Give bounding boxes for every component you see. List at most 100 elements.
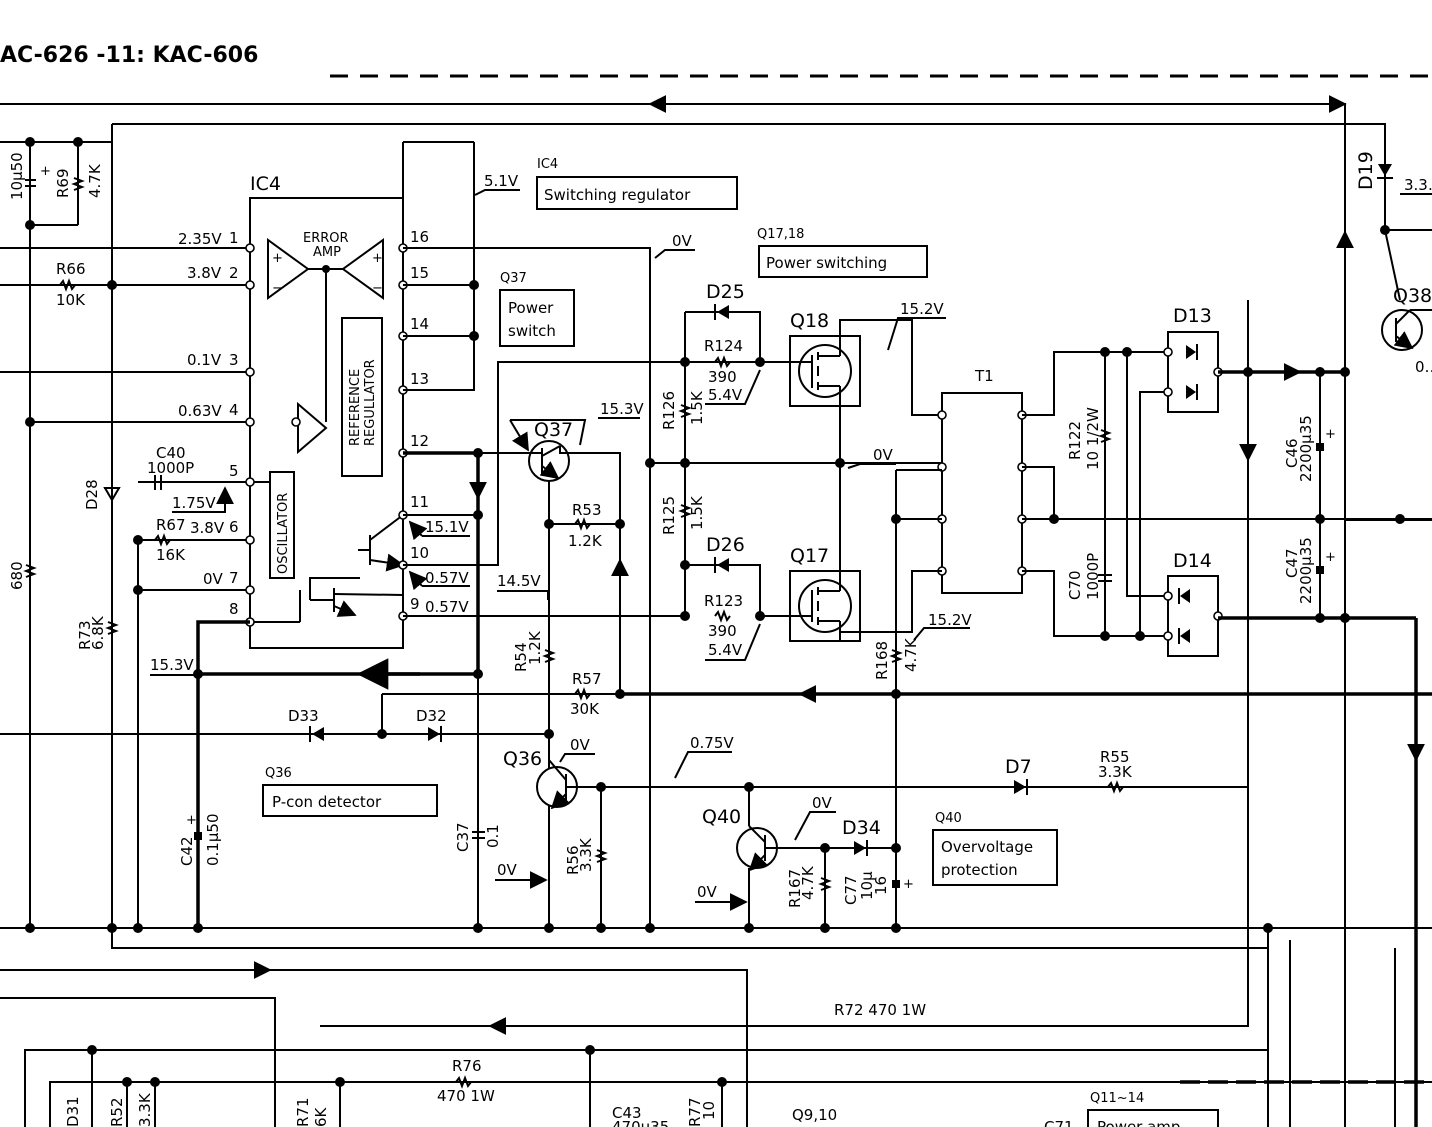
svg-text:R168: R168: [873, 641, 891, 680]
ic4-left-voltages: 2.35V 3.8V 0.1V 0.63V 1.75V 3.8V 0V: [172, 230, 234, 588]
svg-text:C46: C46: [1283, 438, 1301, 468]
resistor-r122: R122 10 1/2W: [1066, 407, 1112, 470]
ic4-section-label: IC4 Switching regulator: [536, 157, 738, 210]
svg-text:C42: C42: [178, 836, 196, 866]
svg-text:11: 11: [410, 493, 429, 511]
ic4-right-voltages: 15.1V 0.57V 0.57V 14.5V 0V: [408, 232, 695, 616]
svg-text:16: 16: [410, 228, 429, 246]
svg-text:3.8V: 3.8V: [190, 519, 225, 537]
svg-text:8: 8: [229, 600, 239, 618]
svg-text:30K: 30K: [570, 700, 600, 718]
svg-text:0…: 0…: [1415, 358, 1432, 376]
svg-text:15.2V: 15.2V: [900, 300, 944, 318]
left-input-lines: [0, 141, 300, 928]
svg-text:Q9,10: Q9,10: [792, 1106, 837, 1124]
svg-text:R126: R126: [660, 391, 678, 430]
svg-text:1000P: 1000P: [1084, 553, 1102, 600]
svg-text:0V: 0V: [497, 861, 518, 879]
svg-text:D32: D32: [416, 707, 447, 725]
svg-text:1: 1: [229, 229, 239, 247]
svg-text:Switching regulator: Switching regulator: [544, 186, 691, 204]
svg-text:0V: 0V: [203, 570, 224, 588]
svg-text:Q36: Q36: [503, 748, 542, 770]
svg-text:10 1/2W: 10 1/2W: [1084, 407, 1102, 470]
svg-text:1.5K: 1.5K: [688, 495, 706, 530]
svg-text:2: 2: [229, 264, 239, 282]
svg-text:AMP: AMP: [313, 245, 341, 260]
svg-text:R123: R123: [704, 592, 743, 610]
resistor-r125: R125 1.5K: [660, 495, 706, 535]
transistor-q38: Q38 0…: [1381, 285, 1432, 376]
svg-text:3.3…: 3.3…: [1404, 176, 1432, 194]
svg-text:0V: 0V: [672, 232, 693, 250]
resistor-r72: R72 470 1W: [834, 1001, 926, 1019]
svg-text:Q11~14: Q11~14: [1090, 1091, 1144, 1106]
svg-text:3: 3: [229, 351, 239, 369]
svg-text:5.4V: 5.4V: [708, 641, 743, 659]
diode-bridge-d14: D14: [1163, 550, 1223, 657]
svg-text:D14: D14: [1173, 550, 1212, 572]
capacitor-c46: C46 2200μ35 +: [1283, 415, 1336, 482]
svg-text:protection: protection: [941, 861, 1018, 879]
svg-text:R125: R125: [660, 496, 678, 535]
main-frame-wires: [0, 95, 1432, 1127]
svg-text:C47: C47: [1283, 548, 1301, 578]
resistor-r123: R123 390 5.4V: [704, 592, 761, 661]
svg-text:C70: C70: [1066, 570, 1084, 600]
svg-text:10: 10: [700, 1101, 718, 1120]
svg-text:3.3K: 3.3K: [1098, 763, 1133, 781]
svg-text:C37: C37: [454, 822, 472, 852]
svg-text:0.57V: 0.57V: [425, 569, 469, 587]
resistor-r54: R54 1.2K: [512, 630, 556, 672]
svg-text:Q17: Q17: [790, 545, 829, 567]
capacitor-c42: C42 0.1μ50 +: [178, 813, 222, 866]
svg-text:4: 4: [229, 401, 239, 419]
q36-section-label: Q36 P-con detector: [262, 766, 438, 817]
svg-text:390: 390: [708, 622, 737, 640]
svg-text:6: 6: [229, 518, 239, 536]
svg-text:C40: C40: [156, 444, 186, 462]
svg-text:R57: R57: [572, 670, 602, 688]
capacitor-c37: C37 0.1: [454, 822, 502, 852]
ic4-block: IC4 +− +− ERROR AMP REFERENCE REGULLATOR…: [249, 173, 405, 649]
svg-text:470μ35: 470μ35: [612, 1118, 669, 1127]
resistor-r68: 680: [8, 561, 37, 590]
svg-text:D7: D7: [1005, 756, 1032, 778]
capacitor-c41: 10μ50 +: [8, 152, 51, 200]
svg-text:Power: Power: [508, 299, 554, 317]
svg-text:R56: R56: [564, 845, 582, 875]
diode-d7: D7: [1000, 756, 1248, 795]
svg-text:D33: D33: [288, 707, 319, 725]
svg-text:D34: D34: [842, 817, 881, 839]
svg-text:+: +: [903, 877, 914, 892]
svg-text:D13: D13: [1173, 305, 1212, 327]
svg-text:R69: R69: [54, 168, 72, 198]
svg-text:Overvoltage: Overvoltage: [941, 838, 1033, 856]
ic4-right-pins: 16 15 14 13 12 11 10 9: [398, 228, 429, 621]
svg-text:REFERENCE: REFERENCE: [348, 369, 363, 446]
svg-text:Q40: Q40: [702, 806, 741, 828]
svg-text:Q37: Q37: [500, 271, 527, 286]
svg-text:1.5K: 1.5K: [688, 390, 706, 425]
ic4-left-pins: 1 2 3 4 5 6 7 8: [229, 229, 255, 627]
svg-text:3.8V: 3.8V: [187, 264, 222, 282]
svg-text:R73: R73: [76, 620, 94, 650]
q17-18-section-label: Q17,18 Power switching: [757, 227, 928, 278]
svg-text:Power amp: Power amp: [1097, 1118, 1180, 1127]
svg-text:6K: 6K: [312, 1106, 330, 1127]
svg-text:0V: 0V: [697, 883, 718, 901]
svg-text:C43: C43: [612, 1104, 642, 1122]
resistor-r76: R76 470 1W: [437, 1057, 495, 1105]
svg-text:R54: R54: [512, 642, 530, 672]
svg-text:10K: 10K: [56, 291, 86, 309]
svg-text:6.8K: 6.8K: [89, 615, 107, 650]
svg-text:5.4V: 5.4V: [708, 386, 743, 404]
svg-text:T1: T1: [974, 367, 994, 385]
svg-text:15: 15: [410, 264, 429, 282]
diode-bridge-d13: D13: [1163, 305, 1223, 413]
svg-text:0.63V: 0.63V: [178, 402, 222, 420]
resistor-r67: R67 16K: [154, 516, 186, 564]
svg-text:R52: R52: [108, 1097, 126, 1127]
diode-d19: D19 3.3…: [1355, 151, 1432, 301]
svg-text:0V: 0V: [812, 794, 833, 812]
